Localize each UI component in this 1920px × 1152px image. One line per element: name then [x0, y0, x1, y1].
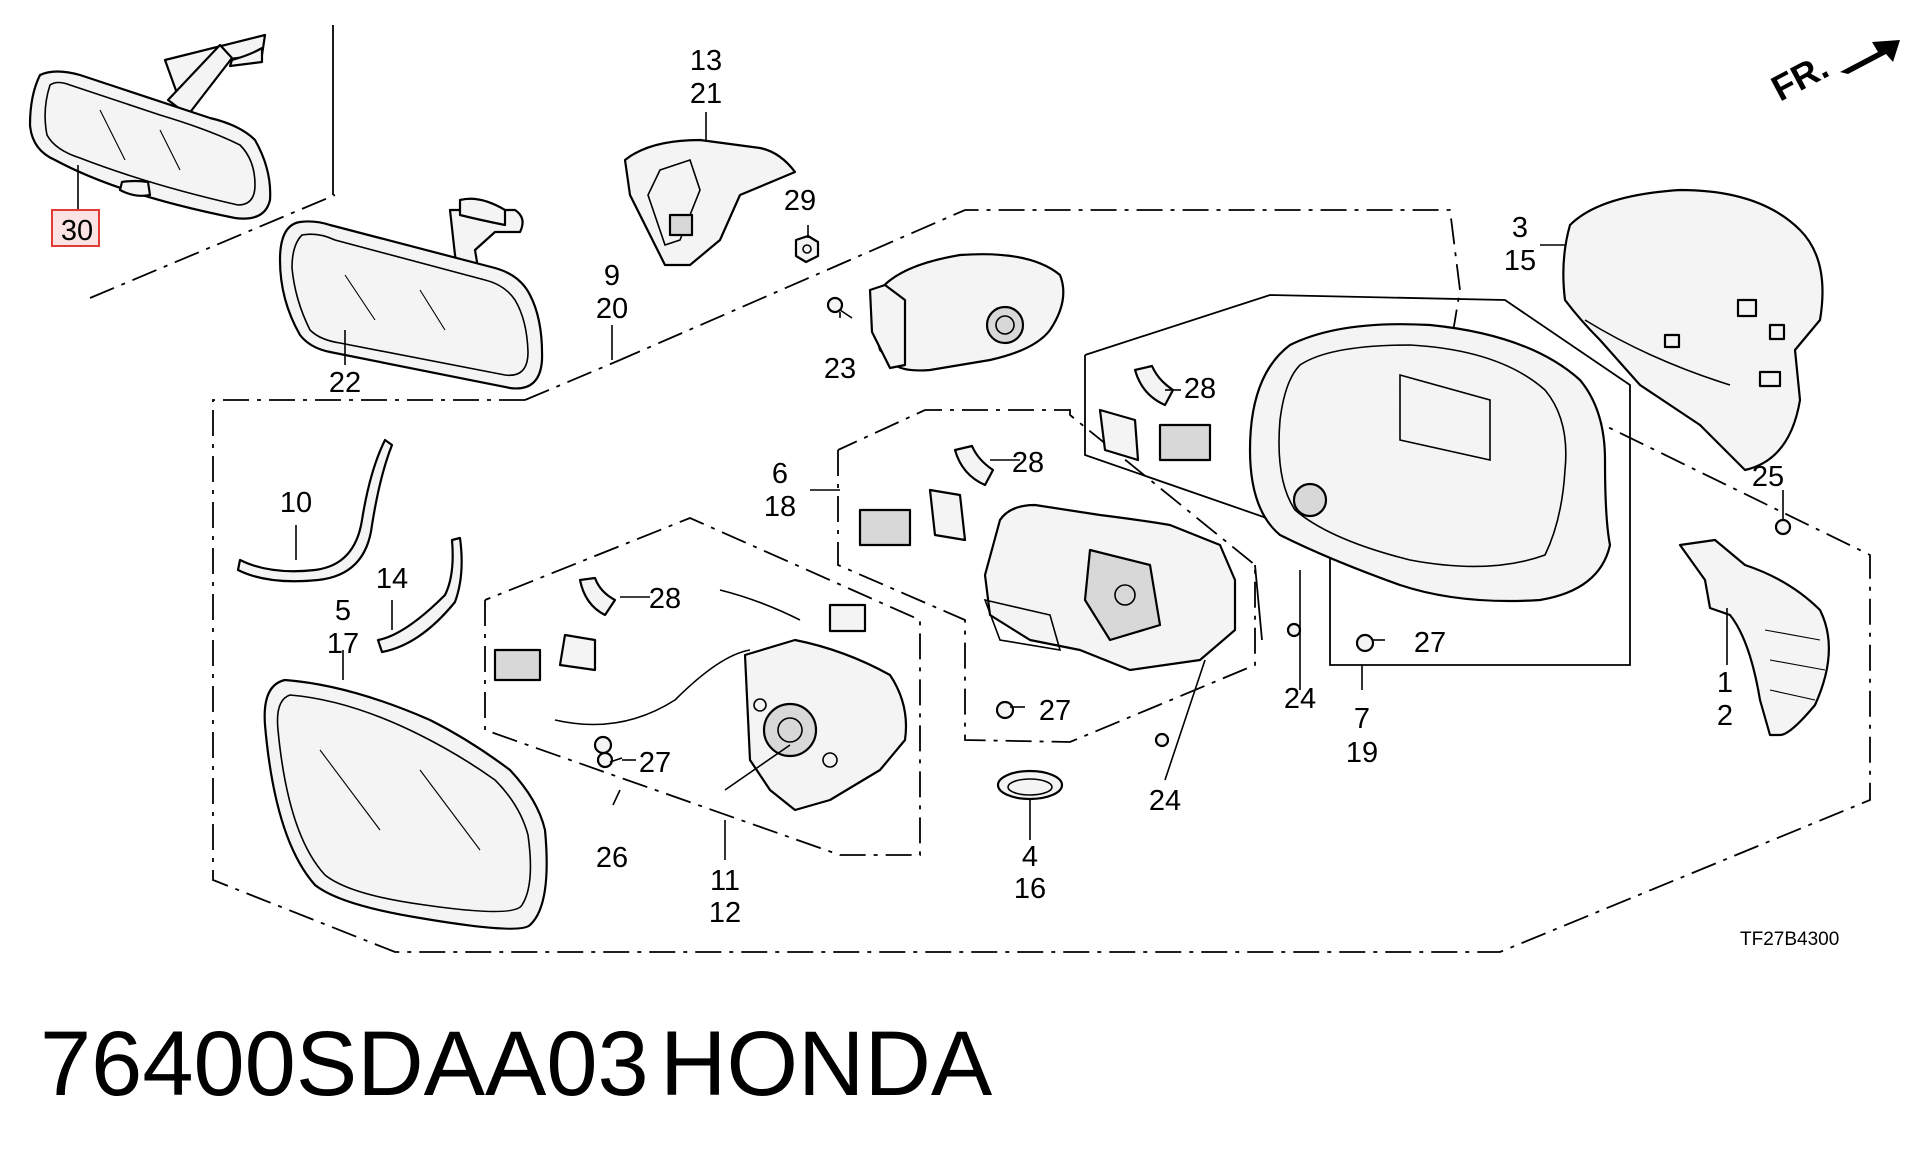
callout-4: 4	[1022, 841, 1038, 873]
callout-14: 14	[376, 563, 408, 595]
callout-9: 9	[604, 260, 620, 292]
callout-16: 16	[1014, 873, 1046, 905]
actuator-6-18	[983, 503, 1237, 672]
assembly-boundary	[89, 194, 1871, 953]
callout-3: 3	[1512, 212, 1528, 244]
callout-27-mid: 27	[1039, 695, 1071, 727]
callout-28-mid: 28	[1012, 447, 1044, 479]
callout-12: 12	[709, 897, 741, 929]
callout-15: 15	[1504, 245, 1536, 277]
callout-24-mid: 24	[1149, 785, 1181, 817]
callout-17: 17	[327, 628, 359, 660]
mirror-base-9-20	[868, 253, 1065, 372]
callout-18: 18	[764, 491, 796, 523]
skull-cap-3-15	[1562, 188, 1824, 472]
sub-assembly-boxes	[484, 294, 1631, 856]
screw-23	[826, 296, 853, 319]
ring-4-16	[996, 769, 1064, 801]
callout-28-left: 28	[649, 583, 681, 615]
caption-part-number: 76400SDAA03	[40, 1013, 649, 1115]
callout-27-left: 27	[639, 747, 671, 779]
callout-7: 7	[1354, 703, 1370, 735]
callout-6: 6	[772, 458, 788, 490]
callout-22: 22	[329, 367, 361, 399]
diagram-code: TF27B4300	[1740, 929, 1839, 950]
housing-7-19	[1248, 323, 1612, 603]
hoses-10-14	[236, 438, 463, 654]
callout-2: 2	[1717, 700, 1733, 732]
turn-signal-1-2	[1678, 538, 1830, 737]
callout-28-top: 28	[1184, 373, 1216, 405]
callout-11: 11	[710, 865, 740, 897]
callout-27-right: 27	[1414, 627, 1446, 659]
base-cover-13-21	[623, 138, 797, 267]
callout-21: 21	[690, 78, 722, 110]
connectors-and-clips	[493, 364, 1212, 682]
callout-24-right: 24	[1284, 683, 1316, 715]
callout-labels: 30 22 9 20 13 21 29 23 3 15 28 28 28 6 1…	[61, 45, 1784, 929]
callout-19: 19	[1346, 737, 1378, 769]
leader-lines	[77, 112, 1784, 860]
front-arrow-icon	[1840, 40, 1900, 74]
front-label: FR.	[1765, 46, 1835, 109]
bolts	[593, 518, 1792, 769]
callout-20: 20	[596, 293, 628, 325]
callout-25: 25	[1752, 461, 1784, 493]
mirror-glass-5-17	[263, 678, 548, 930]
callout-30: 30	[61, 215, 93, 247]
caption-brand: HONDA	[660, 1013, 993, 1115]
inside-mirror-22	[278, 197, 544, 390]
highlight-box-30	[51, 209, 100, 247]
callout-23: 23	[824, 353, 856, 385]
callout-29: 29	[784, 185, 816, 217]
callout-26: 26	[596, 842, 628, 874]
rear-view-mirror-30	[28, 25, 334, 220]
motor-11-12	[554, 589, 908, 812]
callout-13: 13	[690, 45, 722, 77]
callout-1: 1	[1717, 667, 1733, 699]
nut-29	[794, 234, 820, 264]
front-direction-marker: FR.	[1765, 40, 1900, 109]
callout-10: 10	[280, 487, 312, 519]
callout-5: 5	[335, 595, 351, 627]
